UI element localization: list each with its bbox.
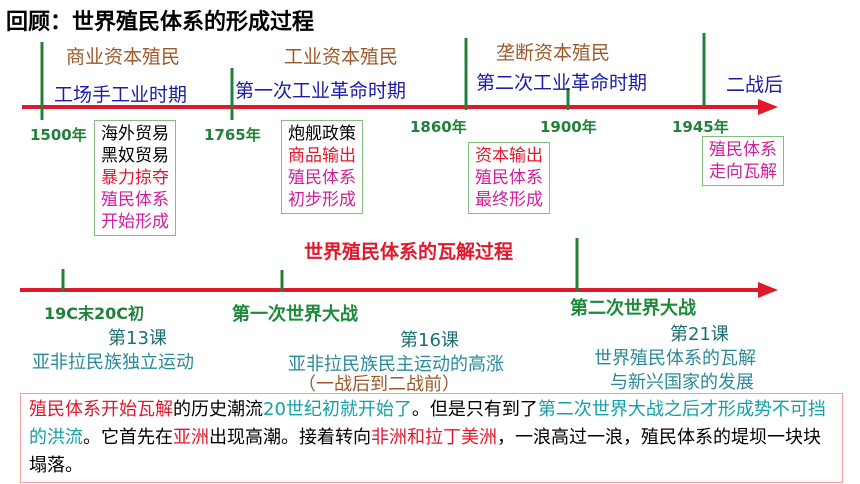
- lesson-16-topic: 亚非拉民族民主运动的高涨: [288, 354, 504, 375]
- period-first-industrial: 第一次工业革命时期: [235, 80, 407, 102]
- box-line: 殖民体系: [288, 168, 356, 188]
- timeline-1-arrow-head: [758, 99, 778, 115]
- box-line: 殖民体系: [101, 190, 169, 210]
- lesson-13-number: 第13课: [108, 328, 167, 349]
- lesson-21-topic-line1: 世界殖民体系的瓦解: [594, 348, 756, 369]
- era-monopoly: 垄断资本殖民: [496, 42, 611, 64]
- label-ww2: 第二次世界大战: [570, 298, 696, 319]
- lesson-21-topic-line2: 与新兴国家的发展: [610, 372, 754, 393]
- lesson-13-topic: 亚非拉民族独立运动: [32, 352, 194, 373]
- box-line: 最终形成: [475, 190, 543, 210]
- summary-text: 。但是只有到了: [411, 399, 538, 420]
- period-second-industrial: 第二次工业革命时期: [476, 72, 648, 94]
- box-line: 初步形成: [288, 190, 356, 210]
- label-ww1: 第一次世界大战: [232, 304, 358, 325]
- period-post-ww2: 二战后: [726, 74, 784, 96]
- era-commercial: 商业资本殖民: [66, 46, 181, 68]
- timeline-2-arrow-head: [758, 282, 778, 298]
- section-title-collapse: 世界殖民体系的瓦解过程: [304, 241, 514, 263]
- box-line: 商品输出: [288, 146, 356, 166]
- year-1900: 1900年: [540, 118, 597, 136]
- year-1945: 1945年: [672, 118, 729, 136]
- summary-text: 出现高潮。接着转向: [209, 427, 371, 448]
- summary-highlight: 20世纪初就开始了: [263, 399, 412, 420]
- box-monopoly-features: 资本输出 殖民体系 最终形成: [468, 142, 550, 214]
- box-line: 资本输出: [475, 146, 543, 166]
- summary-highlight: 第二次世界大战之后才形成势不可挡的洪流: [29, 399, 826, 448]
- lesson-16-number: 第16课: [400, 330, 459, 351]
- summary-text: ，一浪高过一浪，殖民体系的堤坝一块块塌落。: [29, 427, 821, 476]
- box-line: 炮舰政策: [288, 124, 356, 144]
- label-19c-20c: 19C末20C初: [44, 304, 145, 323]
- box-commercial-features: 海外贸易 黑奴贸易 暴力掠夺 殖民体系 开始形成: [94, 120, 176, 236]
- box-line: 开始形成: [101, 212, 169, 232]
- page-title: 回顾：世界殖民体系的形成过程: [6, 10, 315, 35]
- summary-highlight: 非洲和拉丁美洲: [371, 427, 497, 448]
- lesson-16-note: （一战后到二战前）: [298, 374, 460, 395]
- era-industrial: 工业资本殖民: [284, 46, 399, 68]
- summary-text: 的历史潮流: [173, 399, 263, 420]
- box-line: 殖民体系: [709, 140, 777, 160]
- summary-highlight: 亚洲: [173, 427, 209, 448]
- lesson-21-number: 第21课: [670, 324, 729, 345]
- box-line: 暴力掠夺: [101, 168, 169, 188]
- period-handicraft: 工场手工业时期: [54, 84, 188, 106]
- box-line: 殖民体系: [475, 168, 543, 188]
- box-industrial-features: 炮舰政策 商品输出 殖民体系 初步形成: [281, 120, 363, 214]
- box-line: 走向瓦解: [709, 162, 777, 182]
- box-line: 海外贸易: [101, 124, 169, 144]
- summary-text: 。它首先在: [83, 427, 173, 448]
- year-1765: 1765年: [204, 126, 261, 144]
- summary-paragraph: 殖民体系开始瓦解的历史潮流20世纪初就开始了。但是只有到了第二次世界大战之后才形…: [20, 393, 843, 483]
- year-1500: 1500年: [30, 126, 87, 144]
- year-1860: 1860年: [410, 118, 467, 136]
- summary-highlight: 殖民体系开始瓦解: [29, 399, 173, 420]
- box-postwar-features: 殖民体系 走向瓦解: [702, 136, 784, 186]
- box-line: 黑奴贸易: [101, 146, 169, 166]
